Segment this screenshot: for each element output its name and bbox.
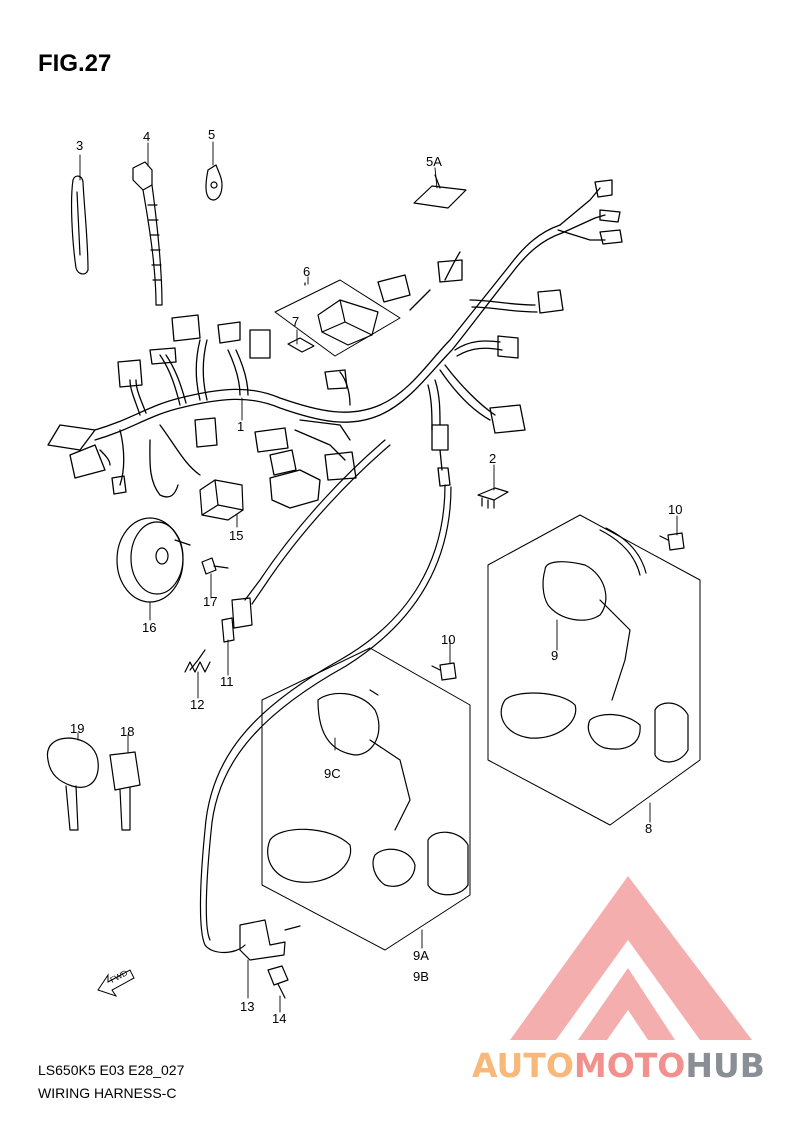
- fwd-arrow-icon: [97, 969, 135, 997]
- bolt-part-10-left: [431, 662, 457, 681]
- spring-part-12: [184, 661, 211, 673]
- watermark-logo-icon: [510, 876, 752, 1040]
- callout-9c: 9C: [324, 766, 341, 781]
- model-code: LS650K5 E03 E28_027: [38, 1062, 185, 1078]
- callout-9a: 9A: [413, 948, 429, 963]
- relay-part-15: [199, 479, 244, 521]
- leader-lines: [77, 141, 678, 1013]
- callout-8: 8: [645, 821, 653, 836]
- figure-title: FIG.27: [38, 50, 112, 77]
- callout-17: 17: [203, 594, 218, 609]
- callout-1: 1: [237, 419, 245, 434]
- relay-box-part-6: [274, 279, 401, 357]
- bolt-part-10-right: [659, 532, 685, 551]
- callout-7: 7: [292, 314, 300, 329]
- bolt-part-14: [267, 965, 289, 999]
- callout-18: 18: [120, 724, 135, 739]
- callout-6: 6: [303, 264, 311, 279]
- pad-part-5a: [413, 174, 467, 209]
- callout-12: 12: [190, 697, 205, 712]
- key-part-18: [109, 751, 141, 831]
- callout-15: 15: [229, 528, 244, 543]
- watermark-text-part2: MOTO: [573, 1046, 686, 1085]
- callout-10-left: 10: [441, 632, 456, 647]
- watermark-text-part1: AUTO: [472, 1046, 574, 1085]
- callout-9b: 9B: [413, 969, 429, 984]
- callout-11: 11: [220, 674, 234, 689]
- callout-9: 9: [551, 648, 559, 663]
- callout-5: 5: [208, 127, 216, 142]
- ignition-switch-set-box-part-9a: [261, 647, 471, 951]
- diagram-caption: WIRING HARNESS-C: [38, 1085, 177, 1101]
- bolt-part-17: [201, 557, 229, 575]
- brake-switch-part-11: [189, 439, 391, 671]
- callout-10-right: 10: [668, 502, 683, 517]
- sensor-cable: [199, 484, 452, 961]
- connector-part-2: [477, 487, 509, 509]
- ignition-switch-set-box-part-8: [487, 514, 701, 826]
- callout-19: 19: [70, 721, 85, 736]
- key-part-19: [46, 737, 99, 831]
- band-clamp-part-3: [70, 175, 89, 275]
- main-harness-part-1: [47, 179, 623, 509]
- clamp-part-5: [205, 164, 223, 201]
- horn-part-16: [116, 517, 191, 603]
- cable-tie-part-4: [132, 161, 163, 306]
- callout-13: 13: [240, 999, 255, 1014]
- watermark-text: AUTOMOTOHUB: [472, 1046, 765, 1085]
- callout-4: 4: [143, 129, 151, 144]
- callout-2: 2: [489, 451, 497, 466]
- watermark-text-part3: HUB: [685, 1046, 765, 1085]
- callout-14: 14: [272, 1011, 287, 1026]
- callout-5a: 5A: [426, 154, 442, 169]
- callout-3: 3: [76, 138, 84, 153]
- callout-16: 16: [142, 620, 157, 635]
